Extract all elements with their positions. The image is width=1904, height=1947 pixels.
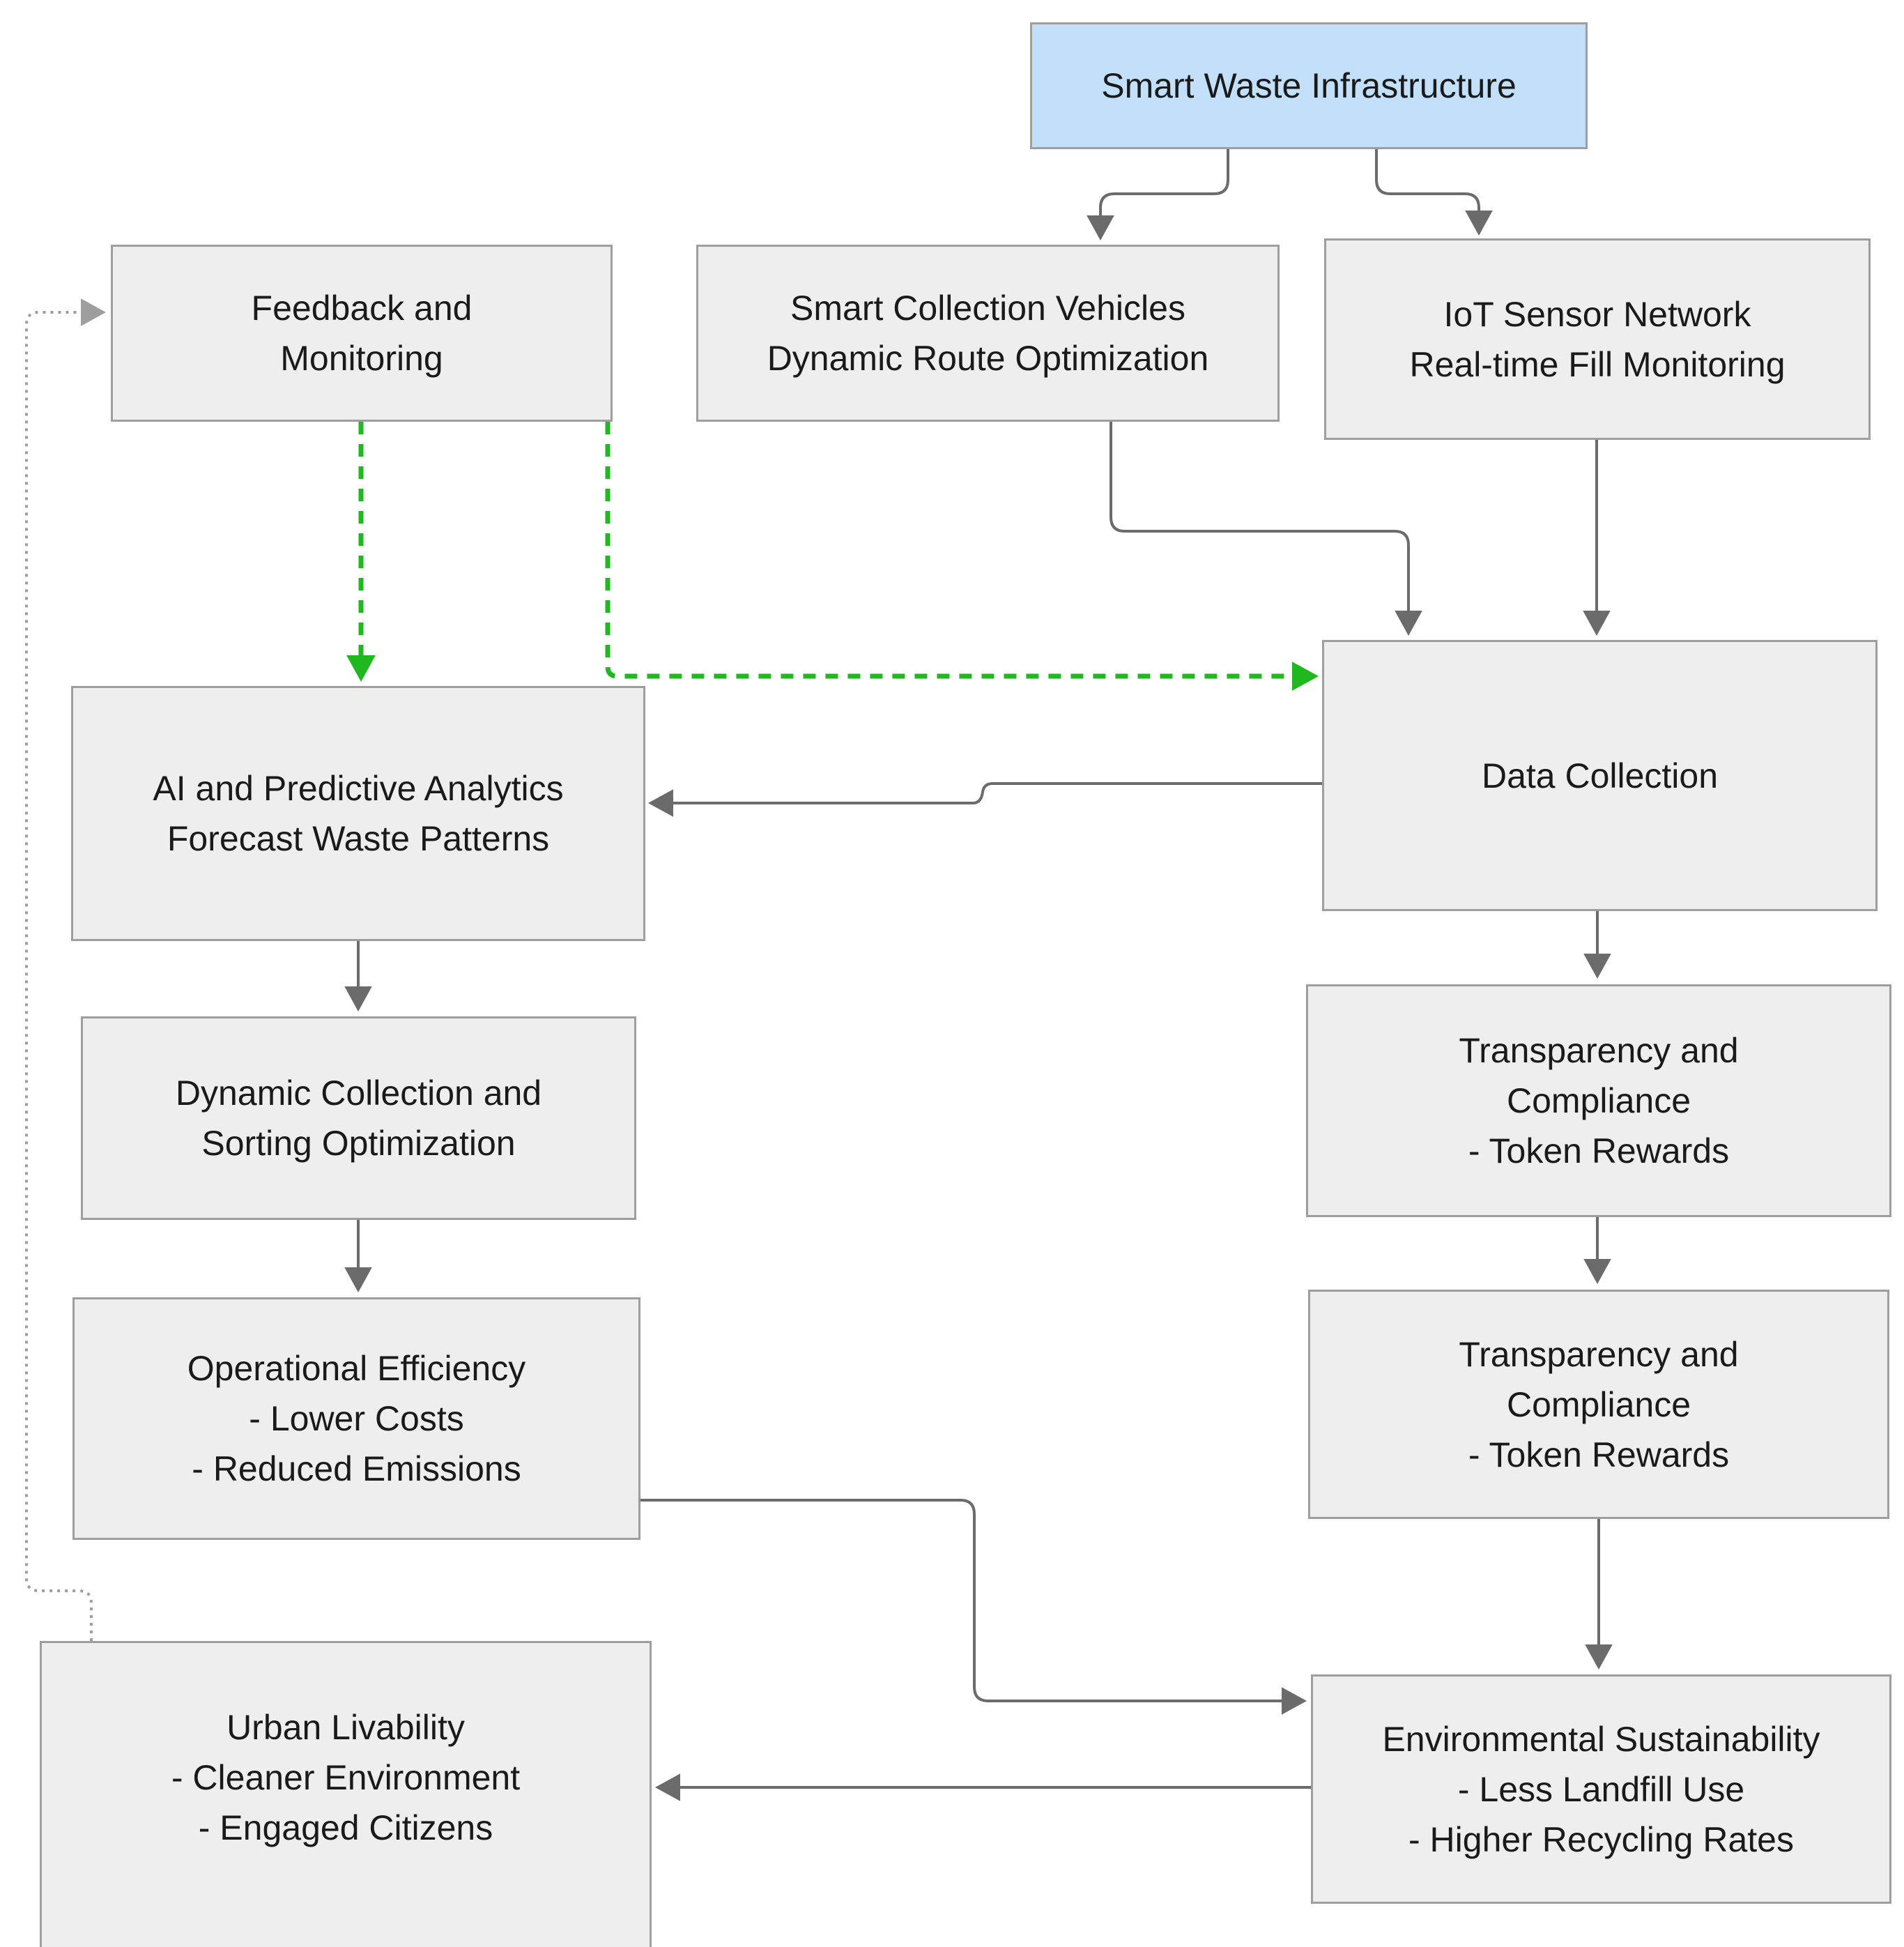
node-text-line: - Less Landfill Use bbox=[1457, 1769, 1745, 1809]
node-feedback-monitoring: Feedback and Monitoring bbox=[111, 245, 613, 422]
arrowhead-icon bbox=[344, 986, 372, 1011]
node-text-line: Compliance bbox=[1506, 1384, 1691, 1424]
edge-transparency1-to-transparency2 bbox=[1583, 1217, 1611, 1284]
node-text-line: Transparency and bbox=[1459, 1031, 1739, 1070]
edge-ai-to-dynamic bbox=[344, 941, 372, 1011]
edge-infrastructure-to-iot bbox=[1375, 149, 1493, 236]
node-text-line: Real-time Fill Monitoring bbox=[1409, 344, 1786, 384]
connector-line bbox=[605, 422, 1296, 679]
edge-feedback-to-data bbox=[605, 422, 1319, 691]
node-text-line: Smart Waste Infrastructure bbox=[1101, 66, 1517, 105]
node-text-line: Dynamic Route Optimization bbox=[767, 339, 1209, 378]
node-ai-predictive-analytics: AI and Predictive Analytics Forecast Was… bbox=[71, 686, 645, 941]
node-transparency-compliance-2: Transparency and Compliance - Token Rewa… bbox=[1308, 1290, 1889, 1519]
node-text-line: Smart Collection Vehicles bbox=[790, 289, 1185, 328]
connector-line bbox=[640, 1499, 1286, 1702]
arrowhead-icon bbox=[1583, 954, 1611, 979]
arrowhead-icon bbox=[1583, 611, 1611, 636]
node-text-line: Dynamic Collection and bbox=[175, 1074, 542, 1113]
node-transparency-compliance-1: Transparency and Compliance - Token Rewa… bbox=[1306, 984, 1891, 1217]
node-text-line: Urban Livability bbox=[227, 1708, 465, 1747]
node-data-collection: Data Collection bbox=[1322, 640, 1878, 911]
edge-urban-to-feedback bbox=[25, 298, 106, 1641]
arrowhead-icon bbox=[1585, 1644, 1613, 1670]
edge-data-to-ai bbox=[648, 782, 1322, 817]
node-text-line: Transparency and bbox=[1459, 1334, 1739, 1374]
node-text-line: - Engaged Citizens bbox=[198, 1808, 493, 1847]
node-dynamic-collection-sorting: Dynamic Collection and Sorting Optimizat… bbox=[81, 1016, 636, 1220]
node-text-line: Forecast Waste Patterns bbox=[167, 819, 550, 858]
node-text-line: - Cleaner Environment bbox=[171, 1758, 521, 1797]
node-text-line: - Lower Costs bbox=[249, 1399, 464, 1438]
node-text-line: Monitoring bbox=[280, 339, 443, 378]
node-environmental-sustainability: Environmental Sustainability - Less Land… bbox=[1311, 1674, 1891, 1904]
arrowhead-icon bbox=[344, 1267, 372, 1292]
arrowhead-icon bbox=[1583, 1259, 1611, 1284]
connector-line bbox=[1375, 149, 1480, 216]
node-text-line: IoT Sensor Network bbox=[1443, 294, 1751, 334]
connector-line bbox=[1099, 149, 1229, 222]
arrowhead-icon bbox=[1465, 211, 1493, 236]
arrowhead-icon bbox=[1087, 215, 1114, 240]
node-smart-collection-vehicles: Smart Collection Vehicles Dynamic Route … bbox=[696, 245, 1280, 422]
arrowhead-icon bbox=[81, 298, 106, 326]
node-text-line: Feedback and bbox=[251, 289, 473, 328]
node-operational-efficiency: Operational Efficiency - Lower Costs - R… bbox=[72, 1297, 640, 1540]
edge-vehicles-to-data bbox=[1110, 422, 1422, 636]
arrowhead-icon bbox=[346, 655, 376, 682]
arrowhead-icon bbox=[1395, 611, 1422, 636]
arrowhead-icon bbox=[1292, 662, 1319, 691]
edge-transparency2-to-environmental bbox=[1585, 1519, 1613, 1670]
arrowhead-icon bbox=[1282, 1687, 1307, 1715]
node-text-line: - Token Rewards bbox=[1468, 1131, 1730, 1170]
edge-data-to-transparency1 bbox=[1583, 911, 1611, 979]
node-text-line: Environmental Sustainability bbox=[1382, 1719, 1820, 1759]
node-text-line: Operational Efficiency bbox=[187, 1349, 526, 1388]
edge-environmental-to-urban bbox=[655, 1773, 1311, 1801]
edge-dynamic-to-operational bbox=[344, 1220, 372, 1292]
node-text-line: - Higher Recycling Rates bbox=[1408, 1819, 1794, 1859]
node-iot-sensor-network: IoT Sensor Network Real-time Fill Monito… bbox=[1324, 238, 1871, 440]
edge-iot-to-data bbox=[1583, 440, 1611, 636]
edge-feedback-to-ai bbox=[346, 422, 376, 682]
edge-operational-to-environmental bbox=[640, 1499, 1307, 1715]
node-text-line: Sorting Optimization bbox=[201, 1124, 516, 1163]
edge-infrastructure-to-vehicles bbox=[1087, 149, 1229, 240]
arrowhead-icon bbox=[648, 789, 673, 817]
node-urban-livability: Urban Livability - Cleaner Environment -… bbox=[40, 1641, 652, 1947]
arrowhead-icon bbox=[655, 1773, 680, 1801]
node-text-line: - Token Rewards bbox=[1468, 1435, 1730, 1474]
node-text-line: AI and Predictive Analytics bbox=[153, 769, 564, 808]
node-text-line: - Reduced Emissions bbox=[192, 1449, 521, 1488]
node-smart-waste-infrastructure: Smart Waste Infrastructure bbox=[1030, 22, 1588, 149]
connector-line bbox=[25, 311, 93, 1641]
node-text-line: Data Collection bbox=[1481, 756, 1719, 795]
connector-line bbox=[670, 782, 1322, 804]
connector-line bbox=[1110, 422, 1410, 615]
node-text-line: Compliance bbox=[1506, 1081, 1691, 1120]
